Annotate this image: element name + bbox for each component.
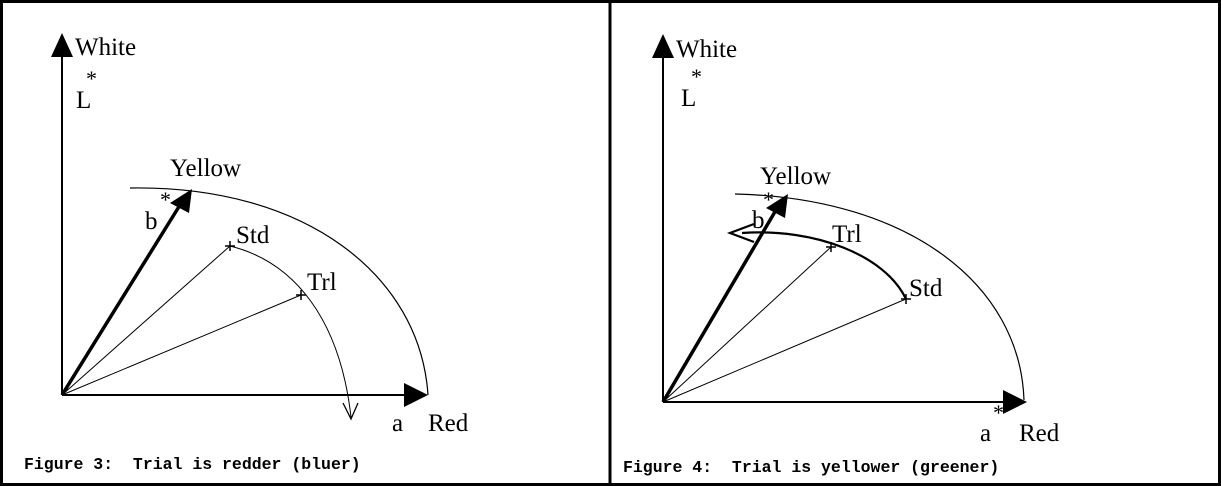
fig4-std-point-mark [901,294,911,304]
fig3-red-label: Red [428,410,469,437]
fig4-b-vector-arrowhead [766,194,788,218]
fig4-l-axis-arrowhead [652,34,674,58]
fig3-chroma-arc [129,187,429,396]
fig4-chroma-arc [734,193,1025,401]
fig4-b-letter: b [752,207,765,234]
fig3-a-sup: * [405,390,416,415]
fig4-std-label: Std [909,275,943,302]
fig4-a-letter: a [980,420,991,447]
fig4-std-ray [662,298,907,403]
fig3-b-vector [60,204,182,396]
fig4-hue-arc-arrowhead [726,222,755,244]
fig4-a-axis-arrowhead [1003,390,1027,414]
fig3-white-label: White [75,34,136,61]
fig3-trl-point-mark [296,290,306,300]
fig3-l-letter: L [76,87,91,114]
fig3-l-axis-arrowhead [51,33,73,57]
fig4-trl-label: Trl [832,221,862,248]
fig4-red-label: Red [1019,420,1060,447]
fig4-yellow-label: Yellow [760,163,831,190]
fig3-trl-label: Trl [307,269,337,296]
fig3-a-axis-arrowhead [404,383,428,407]
fig4-a-sup: * [993,400,1004,425]
fig3-std-point-mark [225,241,235,251]
fig4-white-label: White [676,36,737,63]
fig3-yellow-label: Yellow [170,155,241,182]
fig4-caption: Figure 4: Trial is yellower (greener) [623,458,999,477]
fig4-l-letter: L [681,85,696,112]
figure-4-panel: White L * Yellow b * Trl Std a * Red Fig… [623,34,1060,477]
fig4-b-vector [661,209,778,403]
fig3-std-label: Std [236,222,270,249]
fig3-b-sup: * [160,187,171,212]
fig4-trl-ray [662,246,832,403]
fig3-caption: Figure 3: Trial is redder (bluer) [24,455,361,474]
fig3-b-letter: b [145,208,158,235]
fig3-trl-ray [61,294,302,396]
fig3-a-letter: a [392,410,403,437]
fig3-std-ray [61,245,231,396]
fig4-b-sup: * [763,187,774,212]
fig3-hue-arc-arrowhead [342,402,359,421]
fig4-l-sup: * [691,64,702,89]
figure-3-panel: White L * Yellow b * Std Trl a * Red Fig… [24,33,469,474]
fig3-b-vector-arrowhead [170,189,192,213]
fig3-l-sup: * [86,66,97,91]
fig3-hue-arc [229,245,352,418]
fig4-hue-arc [741,231,907,300]
fig4-trl-point-mark [826,242,836,252]
